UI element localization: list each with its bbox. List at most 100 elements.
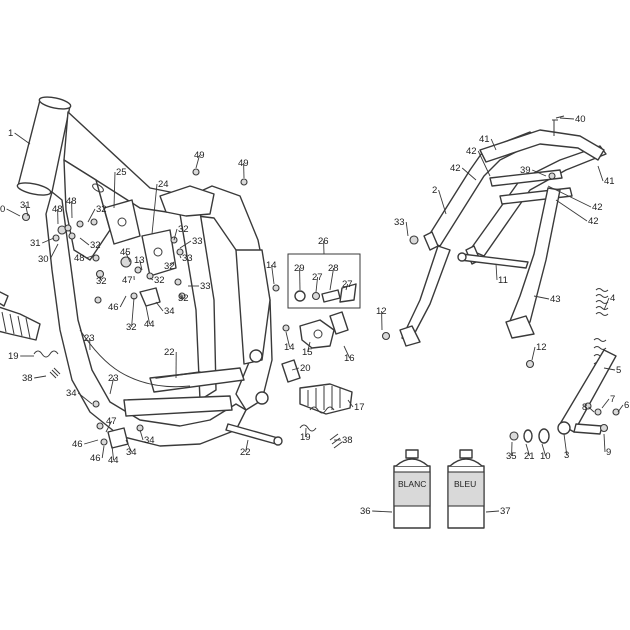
leader-line (485, 510, 500, 513)
callout-number: 47 (122, 275, 133, 286)
leader-line (42, 237, 55, 244)
leader-line (329, 267, 335, 291)
callout-number: 20 (300, 363, 311, 374)
leader-line (79, 237, 90, 246)
leader-line (173, 228, 178, 241)
callout-number: 7 (610, 394, 615, 405)
leader-line (563, 433, 568, 456)
leader-line (105, 420, 113, 433)
leader-line (109, 377, 115, 395)
leader-line (119, 295, 127, 308)
callout-number: 14 (266, 260, 277, 271)
callout-number: 38 (342, 435, 353, 446)
leader-line (532, 169, 547, 177)
callout-number: 43 (550, 294, 561, 305)
leader-line (345, 283, 349, 291)
leader-line (25, 204, 29, 217)
callout-number: 12 (536, 342, 547, 353)
leader-lines (6, 117, 624, 513)
leader-line (547, 185, 592, 208)
callout-number: 48 (52, 204, 63, 215)
callout-number: 10 (540, 451, 551, 462)
callout-number: 25 (116, 167, 127, 178)
leader-line (87, 208, 96, 223)
leader-line (245, 439, 249, 453)
leader-line (113, 171, 116, 209)
callout-number: 44 (144, 319, 155, 330)
callout-number: 32 (90, 240, 101, 251)
leader-line (603, 433, 606, 453)
leader-line (601, 398, 610, 409)
kit-26-box (287, 253, 361, 309)
main-frame (16, 96, 283, 447)
callout-number: 26 (318, 236, 329, 247)
leader-line (343, 345, 351, 359)
callout-number: 0 (0, 204, 5, 215)
callout-number: 32 (96, 204, 107, 215)
leader-line (477, 150, 491, 177)
leader-line (495, 263, 498, 281)
leader-line (139, 429, 144, 441)
callout-number: 23 (108, 373, 119, 384)
callout-number: 37 (500, 506, 511, 517)
leader-line (169, 261, 175, 267)
leader-line (139, 259, 143, 271)
callout-number: 19 (300, 432, 311, 443)
rear-subframe (381, 115, 607, 369)
callout-number: 15 (302, 347, 313, 358)
leader-line (179, 240, 192, 249)
callout-number: 33 (192, 236, 203, 247)
callout-number: 33 (182, 253, 193, 264)
leader-line (149, 277, 154, 281)
callout-number: 13 (134, 255, 145, 266)
callout-number: 45 (120, 247, 131, 258)
leader-line (34, 375, 47, 379)
leader-line (6, 208, 21, 217)
leader-line (307, 341, 311, 353)
leader-line (86, 255, 93, 259)
callout-number: 41 (604, 176, 615, 187)
paint-can-blue-label: BLEU (454, 479, 476, 489)
callout-number: 49 (238, 158, 249, 169)
callout-number: 34 (144, 435, 155, 446)
leader-line (271, 264, 275, 285)
paint-can-blue (447, 449, 485, 529)
leader-line (101, 445, 105, 459)
callout-number: 16 (344, 353, 355, 364)
callout-number: 29 (294, 263, 305, 274)
callout-number: 46 (72, 439, 83, 450)
leader-line (84, 439, 99, 445)
leader-line (195, 154, 201, 169)
leader-line (588, 406, 595, 413)
callout-number: 11 (498, 275, 508, 286)
callout-number: 28 (328, 263, 339, 274)
callout-number: 32 (96, 276, 107, 287)
leader-line (531, 346, 536, 361)
callout-number: 44 (108, 455, 119, 466)
paint-can-white-label: BLANC (398, 479, 426, 489)
callout-number: 47 (106, 416, 117, 427)
callout-number: 42 (466, 146, 477, 157)
callout-number: 12 (376, 306, 387, 317)
leader-line (315, 276, 319, 293)
leader-line (603, 367, 616, 371)
callout-number: 34 (164, 306, 175, 317)
callout-number: 42 (588, 216, 599, 227)
callout-number: 27 (312, 272, 323, 283)
callout-number: 33 (394, 217, 405, 228)
leader-line (125, 251, 131, 263)
callout-number: 31 (20, 200, 31, 211)
callout-number: 31 (30, 238, 41, 249)
leader-line (125, 439, 133, 453)
leader-line (372, 510, 393, 513)
callout-number: 2 (432, 185, 437, 196)
leader-line (559, 117, 575, 120)
leader-line (597, 165, 604, 182)
callout-number: 36 (360, 506, 371, 517)
leader-line (617, 404, 624, 413)
callout-number: 17 (354, 402, 365, 413)
callout-number: 27 (342, 279, 353, 290)
callout-number: 46 (108, 302, 119, 313)
left-footpeg (0, 291, 61, 379)
